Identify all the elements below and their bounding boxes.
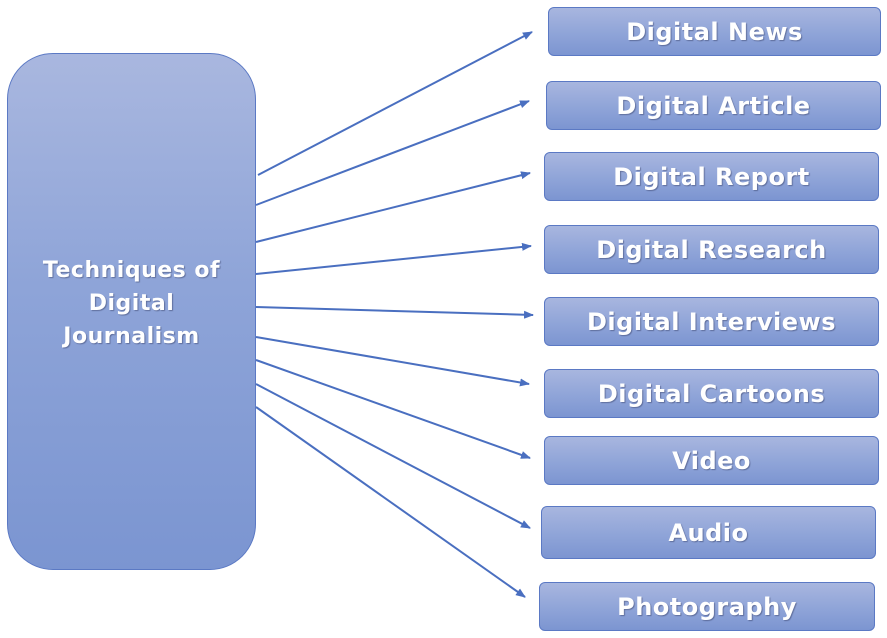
technique-label: Digital Article bbox=[616, 91, 811, 120]
arrow-to-digital-cartoons bbox=[255, 336, 530, 387]
arrow-to-audio bbox=[255, 383, 531, 529]
technique-label: Audio bbox=[668, 518, 749, 547]
arrow-to-digital-research bbox=[255, 242, 532, 275]
technique-node-digital-cartoons: Digital Cartoons bbox=[544, 369, 879, 418]
technique-label: Digital Interviews bbox=[586, 307, 836, 336]
technique-label: Digital Cartoons bbox=[597, 379, 826, 408]
technique-label: Photography bbox=[617, 592, 797, 621]
arrow-to-digital-news bbox=[257, 31, 533, 176]
technique-label: Digital Report bbox=[613, 162, 810, 191]
technique-node-photography: Photography bbox=[539, 582, 875, 631]
technique-label: Digital Research bbox=[596, 235, 827, 264]
root-node-label: Techniques of Digital Journalism bbox=[42, 258, 221, 349]
arrow-to-video bbox=[255, 359, 531, 459]
technique-node-video: Video bbox=[544, 436, 879, 485]
arrow-to-digital-report bbox=[255, 171, 531, 243]
technique-node-digital-article: Digital Article bbox=[546, 81, 881, 130]
arrow-to-digital-article bbox=[255, 100, 530, 206]
root-node: Techniques of Digital Journalism bbox=[7, 53, 256, 570]
arrow-to-digital-interviews bbox=[255, 306, 534, 319]
technique-node-digital-research: Digital Research bbox=[544, 225, 879, 274]
technique-node-digital-news: Digital News bbox=[548, 7, 881, 56]
technique-node-digital-interviews: Digital Interviews bbox=[544, 297, 879, 346]
technique-label: Digital News bbox=[626, 17, 803, 46]
technique-node-digital-report: Digital Report bbox=[544, 152, 879, 201]
arrow-to-photography bbox=[255, 406, 526, 598]
technique-node-audio: Audio bbox=[541, 506, 876, 559]
technique-label: Video bbox=[672, 446, 751, 475]
